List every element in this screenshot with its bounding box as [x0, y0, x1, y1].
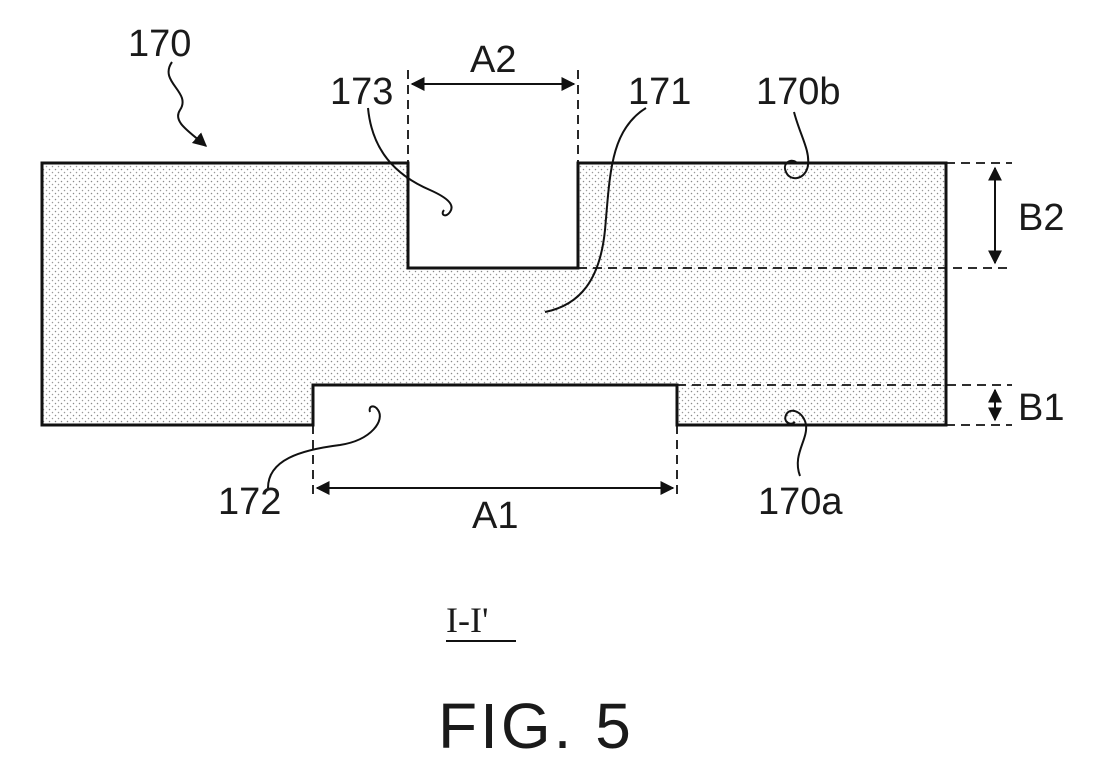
- part-170-arrow: [169, 62, 206, 146]
- label-b2: B2: [1018, 197, 1064, 239]
- label-a1: A1: [472, 495, 518, 537]
- label-170b: 170b: [756, 71, 841, 113]
- label-170: 170: [128, 23, 191, 65]
- label-170a: 170a: [758, 481, 843, 523]
- label-171: 171: [628, 71, 691, 113]
- substrate-body: [42, 163, 946, 425]
- section-label: I-I': [446, 600, 488, 640]
- label-172: 172: [218, 481, 281, 523]
- label-b1: B1: [1018, 387, 1064, 429]
- label-173: 173: [330, 71, 393, 113]
- label-a2: A2: [470, 39, 516, 81]
- figure-caption: FIG. 5: [438, 690, 634, 762]
